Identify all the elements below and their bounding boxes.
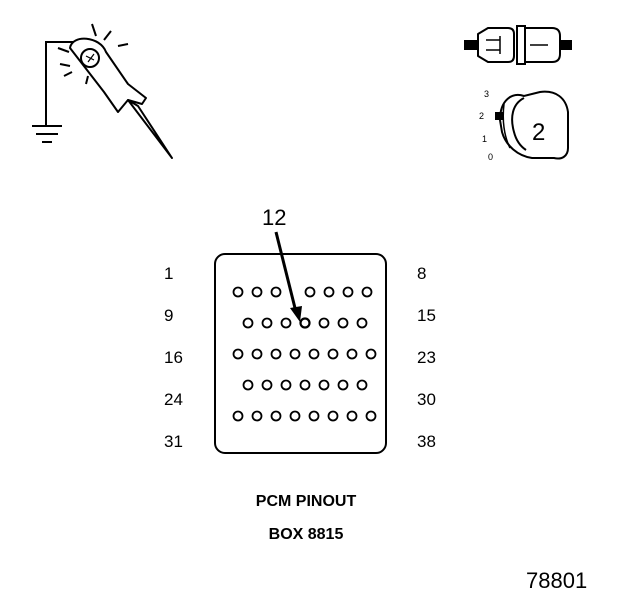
key-position-0: 0 <box>488 152 493 162</box>
pin-hole <box>261 379 273 391</box>
pin-hole <box>318 379 330 391</box>
right-pin-label: 8 <box>417 264 426 283</box>
pin-hole <box>299 379 311 391</box>
pin-hole <box>270 348 282 360</box>
pin-hole <box>280 379 292 391</box>
pin-hole <box>232 286 244 298</box>
left-pin-label: 9 <box>164 306 173 325</box>
pin-hole <box>232 348 244 360</box>
pin-hole <box>346 410 358 422</box>
right-pin-label: 23 <box>417 348 436 367</box>
pin-hole <box>361 286 373 298</box>
pin-hole <box>356 317 368 329</box>
pin-hole <box>323 286 335 298</box>
right-pin-label: 15 <box>417 306 436 325</box>
pin-hole <box>365 348 377 360</box>
pin-hole-highlighted <box>299 317 311 329</box>
disconnected-connector-icon <box>464 25 572 65</box>
right-pin-label: 38 <box>417 432 436 451</box>
pin-hole <box>346 348 358 360</box>
callout-pin-number: 12 <box>262 205 286 230</box>
pin-hole <box>337 317 349 329</box>
pin-hole <box>261 317 273 329</box>
connector-body <box>214 253 387 454</box>
key-position-1: 1 <box>482 134 487 144</box>
pin-hole <box>270 410 282 422</box>
diagram-subtitle: BOX 8815 <box>269 526 344 543</box>
pin-grid <box>232 286 377 422</box>
pin-hole <box>308 348 320 360</box>
left-pin-label: 16 <box>164 348 183 367</box>
key-position-3: 3 <box>484 89 489 99</box>
left-pin-label: 31 <box>164 432 183 451</box>
pin-hole <box>270 286 282 298</box>
pin-hole <box>251 286 263 298</box>
left-pin-label: 1 <box>164 264 173 283</box>
pin-hole <box>342 286 354 298</box>
pin-hole <box>318 317 330 329</box>
key-position-selected: 2 <box>532 119 545 146</box>
diagram-title: PCM PINOUT <box>256 493 357 510</box>
pin-hole <box>251 410 263 422</box>
ignition-switch-icon <box>495 90 569 160</box>
pin-hole <box>304 286 316 298</box>
pin-hole <box>242 317 254 329</box>
pin-hole <box>280 317 292 329</box>
test-light-probe-icon <box>45 23 173 159</box>
key-position-2: 2 <box>479 111 484 121</box>
pin-hole <box>232 410 244 422</box>
pin-hole <box>356 379 368 391</box>
pin-hole <box>327 410 339 422</box>
pin-hole <box>337 379 349 391</box>
pin-hole <box>308 410 320 422</box>
pin-hole <box>365 410 377 422</box>
pin-hole <box>242 379 254 391</box>
pin-hole <box>289 348 301 360</box>
callout-arrow-line <box>274 231 298 313</box>
figure-number: 78801 <box>526 568 587 593</box>
right-pin-label: 30 <box>417 390 436 409</box>
pin-hole <box>251 348 263 360</box>
left-pin-label: 24 <box>164 390 183 409</box>
callout-arrowhead <box>290 306 302 322</box>
pin-hole <box>327 348 339 360</box>
pin-hole <box>289 410 301 422</box>
ground-symbol-icon <box>32 125 62 143</box>
